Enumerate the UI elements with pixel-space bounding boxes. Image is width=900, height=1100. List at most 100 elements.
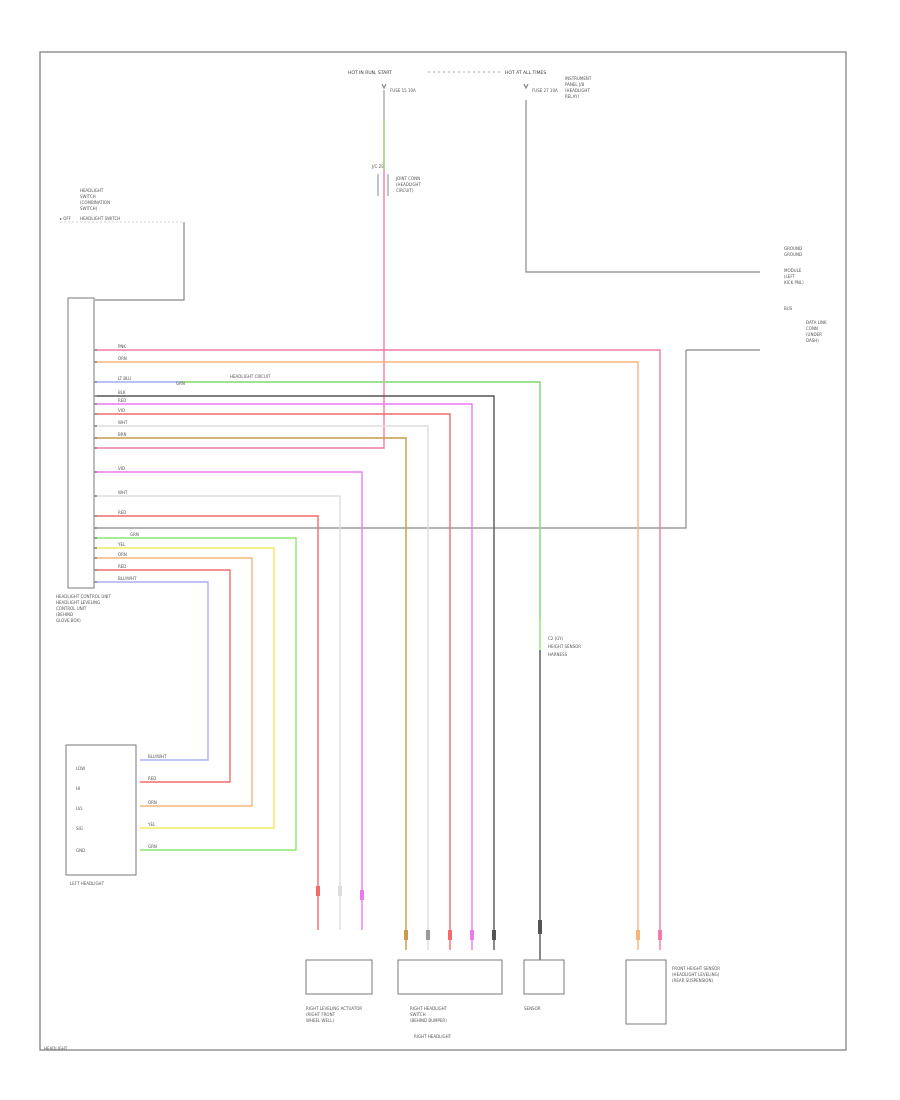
svg-text:FUSE 27 10A: FUSE 27 10A xyxy=(532,88,558,93)
svg-text:(BEHIND BUMPER): (BEHIND BUMPER) xyxy=(410,1018,447,1023)
svg-text:GRN: GRN xyxy=(148,844,157,849)
svg-text:BLU/WHT: BLU/WHT xyxy=(118,576,137,581)
svg-text:(HEADLIGHT: (HEADLIGHT xyxy=(396,182,421,187)
svg-text:C2 (GY): C2 (GY) xyxy=(548,636,564,641)
svg-text:(COMBINATION: (COMBINATION xyxy=(80,200,110,205)
svg-text:JOINT CONN: JOINT CONN xyxy=(395,176,420,181)
svg-text:YEL: YEL xyxy=(117,542,126,547)
right-ground-block: GROUND GROUND MODULE (LEFT KICK PNL) BUS… xyxy=(784,246,827,343)
svg-text:WHEEL WELL): WHEEL WELL) xyxy=(306,1018,334,1023)
wire-fuse-b xyxy=(525,100,760,273)
svg-text:CONN: CONN xyxy=(806,326,818,331)
wire-red xyxy=(95,403,473,950)
wire-brn xyxy=(95,437,407,950)
svg-text:RED: RED xyxy=(118,564,126,569)
svg-text:INSTRUMENT: INSTRUMENT xyxy=(565,76,592,81)
wire-orn-low xyxy=(95,557,253,807)
svg-text:LVL: LVL xyxy=(76,806,84,811)
svg-text:HEIGHT SENSOR: HEIGHT SENSOR xyxy=(548,644,581,649)
svg-text:(BEHIND: (BEHIND xyxy=(56,612,73,617)
svg-text:VIO: VIO xyxy=(118,466,125,471)
svg-text:RIGHT HEADLIGHT: RIGHT HEADLIGHT xyxy=(410,1006,448,1011)
svg-text:(UNDER: (UNDER xyxy=(806,332,822,337)
svg-text:CIRCUIT): CIRCUIT) xyxy=(396,188,414,193)
svg-text:HEADLIGHT LEVELING: HEADLIGHT LEVELING xyxy=(56,600,100,605)
wire-red-low xyxy=(95,569,231,783)
joint-connector: J/C 2S JOINT CONN (HEADLIGHT CIRCUIT) xyxy=(371,164,421,196)
wire-wht-2 xyxy=(95,495,341,930)
svg-text:SWITCH: SWITCH xyxy=(410,1012,426,1017)
svg-text:DASH): DASH) xyxy=(806,338,819,343)
svg-text:▸ OFF: ▸ OFF xyxy=(60,216,72,221)
fuse-a: FUSE 15 10A xyxy=(381,83,416,120)
svg-text:KICK PNL): KICK PNL) xyxy=(784,280,804,285)
svg-text:LEFT HEADLIGHT: LEFT HEADLIGHT xyxy=(70,881,105,886)
wire-grn-low xyxy=(95,537,297,851)
svg-text:ORN: ORN xyxy=(118,356,127,361)
sheet-id: HEADLIGHT xyxy=(44,1046,68,1051)
svg-text:LOW: LOW xyxy=(76,766,85,771)
svg-text:GROUND: GROUND xyxy=(784,246,802,251)
power-label-run: HOT IN RUN, START xyxy=(348,70,392,76)
svg-text:SIG: SIG xyxy=(76,826,83,831)
main-unit: HEADLIGHT CONTROL UNIT HEADLIGHT LEVELIN… xyxy=(56,297,111,623)
svg-text:CONTROL UNIT: CONTROL UNIT xyxy=(56,606,87,611)
wire-orn-top xyxy=(95,361,639,950)
right-leveling-actuator: RIGHT LEVELING ACTUATOR (RIGHT FRONT WHE… xyxy=(305,959,373,1023)
svg-text:ORN: ORN xyxy=(118,552,127,557)
svg-text:(REAR SUSPENSION): (REAR SUSPENSION) xyxy=(672,978,713,983)
headlight-switch: HEADLIGHT SWITCH (COMBINATION SWITCH) ▸ … xyxy=(60,188,185,301)
svg-text:(RIGHT FRONT: (RIGHT FRONT xyxy=(306,1012,336,1017)
svg-text:BLU/WHT: BLU/WHT xyxy=(148,754,167,759)
svg-text:HEADLIGHT: HEADLIGHT xyxy=(80,188,104,193)
main-unit-wire-tags: PNK ORN LT BLU GRN BLK RED VIO WHT BRN V… xyxy=(117,344,271,581)
svg-text:DATA LINK: DATA LINK xyxy=(806,320,827,325)
svg-text:RIGHT HEADLIGHT: RIGHT HEADLIGHT xyxy=(414,1034,452,1039)
wire-blk xyxy=(95,395,495,950)
svg-text:RED: RED xyxy=(148,776,156,781)
svg-text:BRN: BRN xyxy=(118,432,127,437)
svg-text:SWITCH): SWITCH) xyxy=(80,206,98,211)
svg-text:YEL: YEL xyxy=(147,822,156,827)
svg-text:FRONT HEIGHT SENSOR: FRONT HEIGHT SENSOR xyxy=(672,966,720,971)
svg-text:BUS: BUS xyxy=(784,306,793,311)
svg-text:HEADLIGHT CONTROL UNIT: HEADLIGHT CONTROL UNIT xyxy=(56,594,111,599)
wire-yel-low xyxy=(95,547,275,829)
svg-text:(HEADLIGHT: (HEADLIGHT xyxy=(565,88,590,93)
wire-wht xyxy=(95,425,429,950)
sensor-connector: SENSOR xyxy=(523,959,565,1011)
svg-text:GRN: GRN xyxy=(130,532,139,537)
svg-text:LT BLU: LT BLU xyxy=(118,376,131,381)
svg-text:GND: GND xyxy=(76,848,85,853)
main-unit-pins xyxy=(94,349,97,583)
svg-text:HARNESS: HARNESS xyxy=(548,652,568,657)
wire-vio xyxy=(95,413,451,950)
height-sensor-inline: C2 (GY) HEIGHT SENSOR HARNESS xyxy=(539,636,581,960)
svg-text:GLOVE BOX): GLOVE BOX) xyxy=(56,618,81,623)
svg-text:RED: RED xyxy=(118,510,126,515)
svg-text:RIGHT LEVELING ACTUATOR: RIGHT LEVELING ACTUATOR xyxy=(306,1006,362,1011)
svg-text:HEADLIGHT SWITCH: HEADLIGHT SWITCH xyxy=(80,216,120,221)
svg-text:FUSE 15 10A: FUSE 15 10A xyxy=(390,88,416,93)
wire-red-2 xyxy=(95,515,319,930)
svg-text:RED: RED xyxy=(118,398,126,403)
right-headlight: RIGHT HEADLIGHT SWITCH (BEHIND BUMPER) R… xyxy=(397,959,503,1039)
wire-data-link xyxy=(95,349,760,529)
diagram-frame xyxy=(39,51,847,1051)
svg-text:J/C 2S: J/C 2S xyxy=(371,164,384,169)
front-height-sensor: FRONT HEIGHT SENSOR (HEADLIGHT LEVELING)… xyxy=(625,959,720,1025)
svg-text:PNK: PNK xyxy=(118,344,126,349)
power-label-always: HOT AT ALL TIMES xyxy=(505,70,546,76)
svg-text:VIO: VIO xyxy=(118,408,125,413)
wire-vio-2 xyxy=(95,471,363,930)
svg-text:GRN: GRN xyxy=(176,381,185,386)
wire-fuse-a-pnk xyxy=(95,120,385,449)
left-headlight: LOW HI LVL SIG GND LEFT HEADLIGHT BLU/WH… xyxy=(65,744,167,886)
svg-text:(HEADLIGHT LEVELING): (HEADLIGHT LEVELING) xyxy=(672,972,720,977)
svg-text:HI: HI xyxy=(76,786,80,791)
svg-text:RELAY): RELAY) xyxy=(565,94,579,99)
wire-pnk-top xyxy=(95,349,661,950)
svg-text:(LEFT: (LEFT xyxy=(784,274,796,279)
bottom-connector-marks xyxy=(316,886,662,940)
